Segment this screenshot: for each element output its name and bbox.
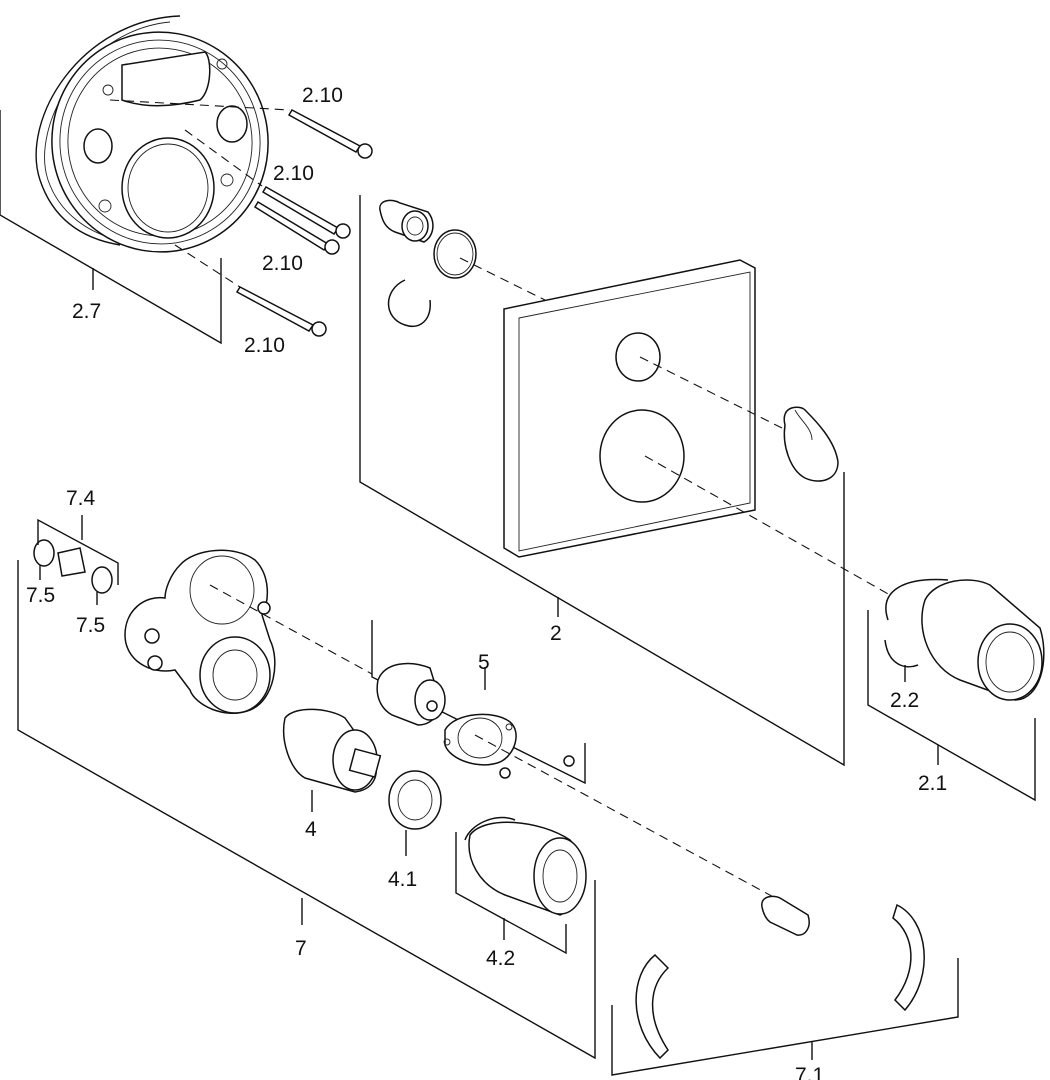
circlip-part [387, 279, 431, 327]
label-cover-plate: 2 [550, 622, 562, 645]
label-valve-body: 7 [295, 937, 307, 960]
valve-body-part [124, 549, 276, 714]
screw-part [235, 286, 327, 337]
screw-part [253, 200, 340, 255]
cartridge-ring-part [388, 770, 442, 830]
mounting-ring-part [35, 15, 269, 253]
knob-insert-part [379, 199, 434, 243]
label-screw: 2.10 [273, 162, 314, 185]
cartridge-part [283, 708, 382, 793]
label-mounting-ring: 2.7 [72, 300, 101, 323]
cover-plate-part [503, 259, 756, 558]
diverter-cartridge-part [376, 662, 446, 726]
screw-part [261, 185, 351, 239]
extension-sleeve-part [464, 816, 587, 916]
label-screw: 2.10 [262, 252, 303, 275]
label-o-ring: 7.5 [76, 614, 105, 637]
label-adapter-set: 7.4 [66, 487, 96, 510]
extension-stem-part [761, 895, 810, 936]
label-brackets: 7.1 [795, 1064, 824, 1080]
label-screw: 2.10 [302, 84, 343, 107]
gasket-part [443, 713, 517, 766]
screw-small-part [563, 755, 575, 767]
bracket-part [892, 903, 925, 1012]
label-cartridge-ring: 4.1 [388, 868, 417, 891]
adapter-set-part [33, 539, 113, 594]
label-extension-sleeve: 4.2 [486, 947, 515, 970]
screw-part [287, 109, 373, 159]
label-cartridge: 4 [305, 818, 317, 841]
snap-ring-part [433, 229, 477, 279]
label-screw: 2.10 [244, 334, 285, 357]
handle-sleeve-part [884, 578, 1045, 701]
label-o-ring: 7.5 [26, 584, 55, 607]
bracket-part [635, 953, 670, 1060]
label-handle-sleeve: 2.1 [918, 772, 947, 795]
handle-knob-part [783, 406, 839, 482]
label-diverter-set: 5 [478, 651, 490, 674]
screw-small-part [499, 767, 511, 779]
label-o-ring-handle: 2.2 [890, 689, 919, 712]
